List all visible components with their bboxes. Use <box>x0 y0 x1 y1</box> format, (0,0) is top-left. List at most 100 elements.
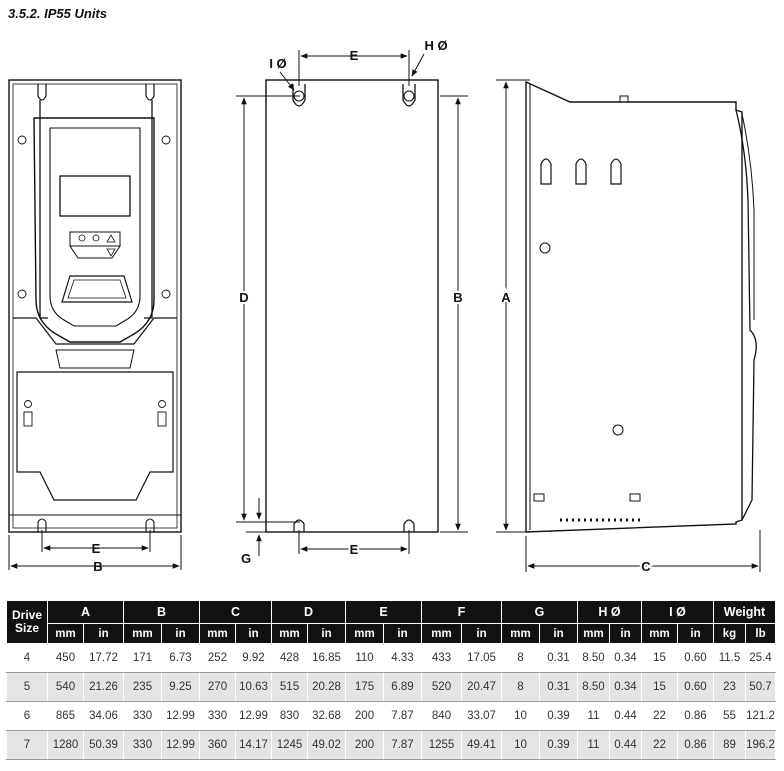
unit-header: in <box>235 623 272 644</box>
table-cell: 16.85 <box>307 643 346 673</box>
unit-header: mm <box>501 623 540 644</box>
table-cell: 34.06 <box>83 701 124 731</box>
header-group-weight: Weight <box>713 600 776 624</box>
header-group-B: B <box>123 600 200 624</box>
table-cell: 171 <box>123 643 162 673</box>
table-cell: 50.7 <box>745 672 776 702</box>
table-cell: 0.44 <box>609 701 642 731</box>
header-group-G: G <box>501 600 578 624</box>
table-cell: 8.50 <box>577 643 610 673</box>
table-cell: 450 <box>47 643 84 673</box>
unit-header: in <box>677 623 714 644</box>
table-cell: 4.33 <box>383 643 422 673</box>
header-group-C: C <box>199 600 272 624</box>
table-cell: 270 <box>199 672 236 702</box>
table-cell: 12.99 <box>161 730 200 760</box>
table-cell: 121.2 <box>745 701 776 731</box>
table-cell: 0.39 <box>539 730 578 760</box>
header-group-D: D <box>271 600 346 624</box>
table-cell: 49.02 <box>307 730 346 760</box>
rear-I-label: I Ø <box>269 56 286 71</box>
table-cell: 6.73 <box>161 643 200 673</box>
rear-view <box>265 79 439 533</box>
drive-size-cell: 5 <box>6 672 48 702</box>
rear-G-label: G <box>241 551 251 566</box>
table-cell: 12.99 <box>161 701 200 731</box>
unit-header: mm <box>577 623 610 644</box>
drive-size-cell: 7 <box>6 730 48 760</box>
table-cell: 200 <box>345 730 384 760</box>
table-cell: 21.26 <box>83 672 124 702</box>
unit-header: in <box>609 623 642 644</box>
table-cell: 0.86 <box>677 701 714 731</box>
table-cell: 9.25 <box>161 672 200 702</box>
table-cell: 7.87 <box>383 730 422 760</box>
drive-size-cell: 6 <box>6 701 48 731</box>
table-cell: 0.34 <box>609 672 642 702</box>
table-cell: 14.17 <box>235 730 272 760</box>
table-cell: 520 <box>421 672 462 702</box>
table-cell: 20.28 <box>307 672 346 702</box>
table-cell: 55 <box>713 701 746 731</box>
unit-header: kg <box>713 623 746 644</box>
table-cell: 330 <box>123 701 162 731</box>
table-cell: 8 <box>501 643 540 673</box>
unit-header: in <box>461 623 502 644</box>
table-cell: 50.39 <box>83 730 124 760</box>
header-group-H: H Ø <box>577 600 642 624</box>
rear-B-label: B <box>453 290 462 305</box>
unit-header: mm <box>199 623 236 644</box>
table-cell: 32.68 <box>307 701 346 731</box>
rear-D-label: D <box>239 290 248 305</box>
drive-size-cell: 4 <box>6 643 48 673</box>
front-outer-body <box>8 79 182 533</box>
table-cell: 15 <box>641 643 678 673</box>
header-group-F: F <box>421 600 502 624</box>
section-title: 3.5.2. IP55 Units <box>8 6 107 21</box>
table-cell: 11 <box>577 730 610 760</box>
rear-E-bottom-label: E <box>350 542 359 557</box>
table-cell: 865 <box>47 701 84 731</box>
front-dimension-lines <box>8 530 182 570</box>
unit-header: mm <box>421 623 462 644</box>
table-cell: 89 <box>713 730 746 760</box>
unit-header: mm <box>271 623 308 644</box>
table-cell: 0.31 <box>539 672 578 702</box>
table-cell: 235 <box>123 672 162 702</box>
table-cell: 175 <box>345 672 384 702</box>
table-cell: 49.41 <box>461 730 502 760</box>
table-cell: 6.89 <box>383 672 422 702</box>
table-cell: 0.31 <box>539 643 578 673</box>
side-dimension-lines <box>496 79 761 572</box>
unit-header: mm <box>47 623 84 644</box>
unit-header: mm <box>123 623 162 644</box>
table-cell: 0.34 <box>609 643 642 673</box>
table-cell: 17.72 <box>83 643 124 673</box>
table-cell: 433 <box>421 643 462 673</box>
table-cell: 0.60 <box>677 672 714 702</box>
table-cell: 25.4 <box>745 643 776 673</box>
unit-header: in <box>539 623 578 644</box>
header-group-E: E <box>345 600 422 624</box>
rear-dimension-lines <box>236 50 468 556</box>
table-cell: 1245 <box>271 730 308 760</box>
table-cell: 10 <box>501 730 540 760</box>
table-cell: 8 <box>501 672 540 702</box>
table-cell: 428 <box>271 643 308 673</box>
rear-plate <box>265 79 439 533</box>
table-cell: 17.05 <box>461 643 502 673</box>
table-cell: 10.63 <box>235 672 272 702</box>
unit-header: in <box>161 623 200 644</box>
drive-dimension-drawings: E B I Ø E H Ø D B G E <box>8 38 761 576</box>
table-cell: 830 <box>271 701 308 731</box>
unit-header: mm <box>345 623 384 644</box>
table-cell: 23 <box>713 672 746 702</box>
table-cell: 10 <box>501 701 540 731</box>
table-cell: 9.92 <box>235 643 272 673</box>
unit-header: in <box>83 623 124 644</box>
side-view <box>525 80 757 533</box>
table-cell: 200 <box>345 701 384 731</box>
